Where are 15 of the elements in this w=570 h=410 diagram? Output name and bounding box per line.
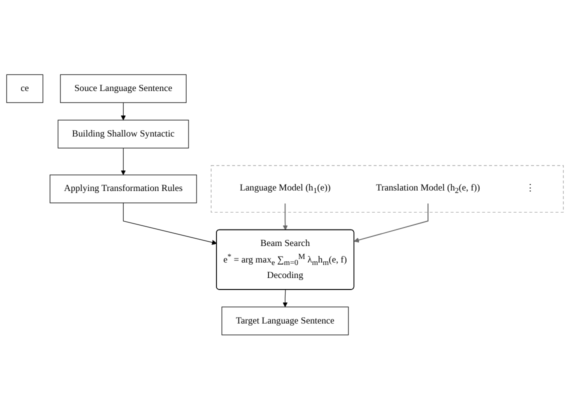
arrow [354, 203, 428, 243]
node-box: Souce Language Sentence [60, 74, 186, 104]
node-text: Language Model (h$_{1}$(e)) [240, 183, 331, 195]
arrow [120, 148, 126, 176]
node-text: Translation Model (h$_{2}$(e, f)) [376, 183, 480, 195]
node-box: Target Language Sentence [222, 306, 349, 336]
arrow [282, 203, 288, 230]
arrow [123, 202, 217, 246]
node-box: ce [6, 74, 44, 104]
node-text: ⋮ [525, 184, 535, 194]
arrow [282, 290, 288, 308]
arrow [120, 102, 126, 121]
node-box: Applying Transformation Rules [50, 174, 197, 204]
node-box: Building Shallow Syntactic [58, 120, 189, 149]
cluster [210, 165, 564, 213]
